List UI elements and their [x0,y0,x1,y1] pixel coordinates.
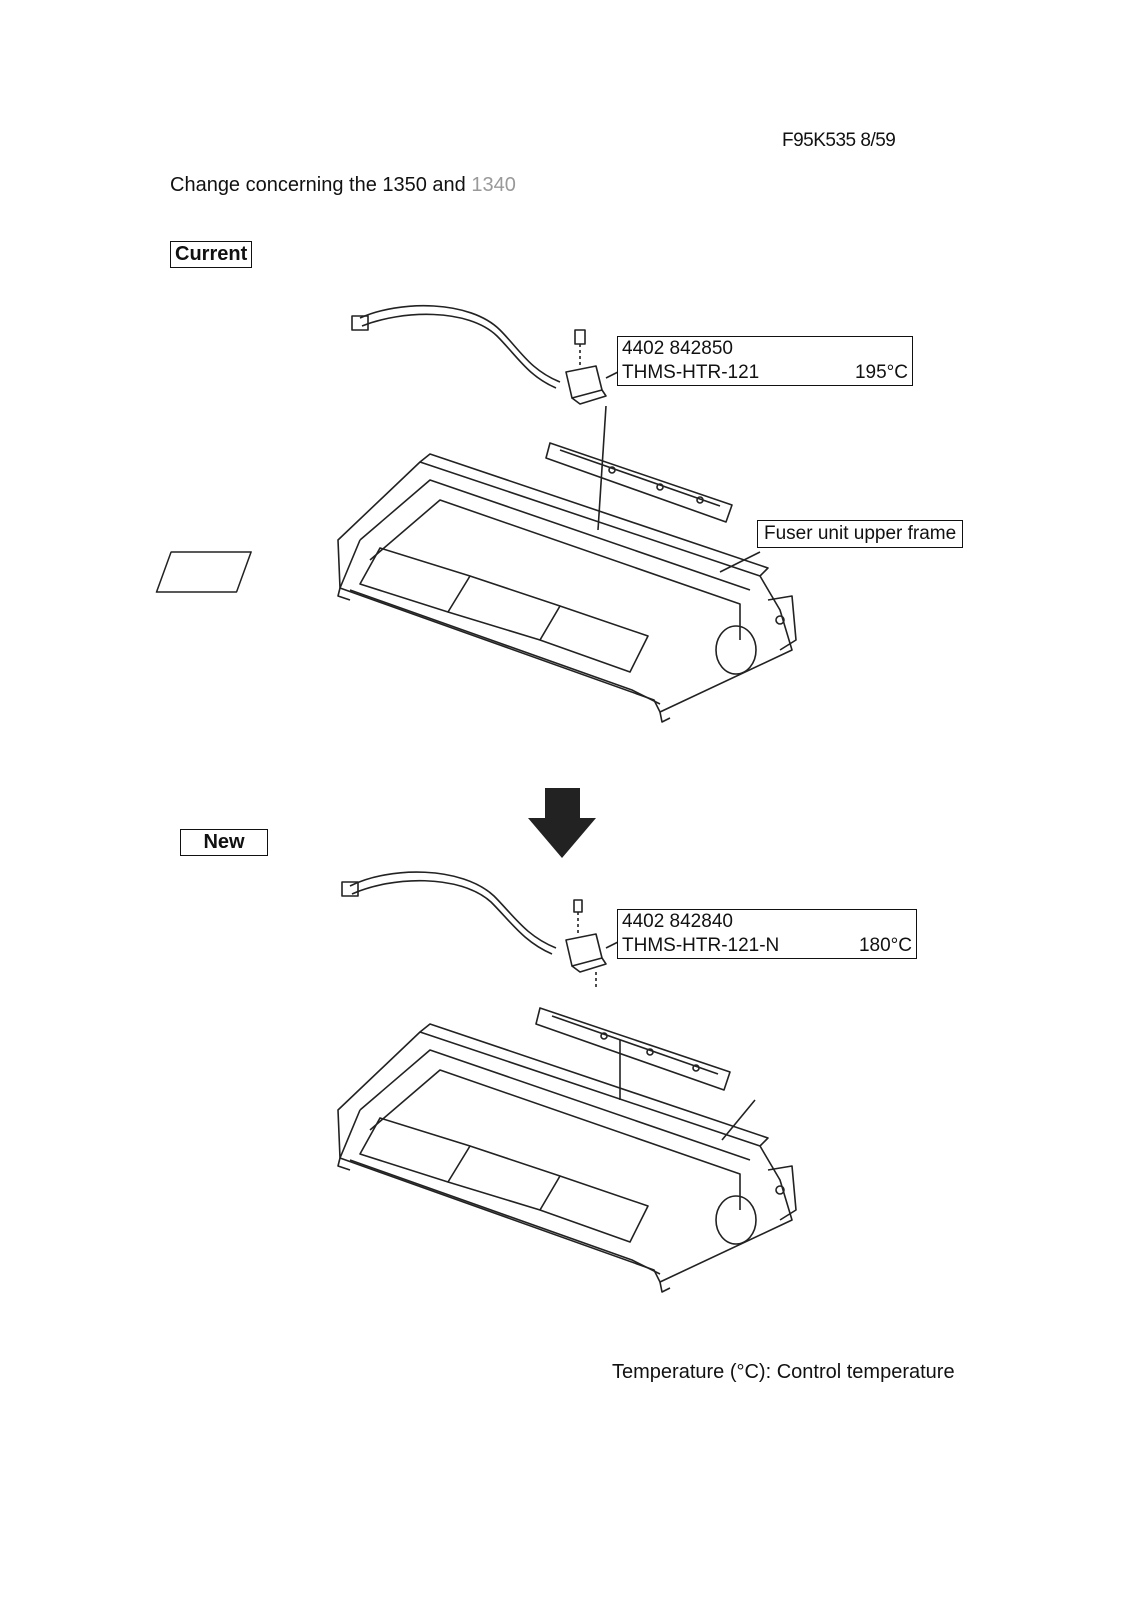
new-fuser-drawing [337,871,797,1293]
subject-line: Change concerning the 1350 and 1340 [170,174,516,197]
temperature-footnote: Temperature (°C): Control temperature [612,1361,955,1383]
document-id: F95K535 8/59 [782,130,896,151]
down-arrow-icon [528,788,596,858]
current-part-callout: 4402 842850 THMS-HTR-121 195°C [617,336,913,386]
subject-text: Change concerning the 1350 and [170,174,466,196]
new-part-number: 4402 842840 [622,911,733,932]
new-part-callout: 4402 842840 THMS-HTR-121-N 180°C [617,909,917,959]
current-part-number: 4402 842850 [622,338,733,359]
fuser-frame-label: Fuser unit upper frame [757,520,964,548]
new-part-name: THMS-HTR-121-N [622,935,780,956]
new-part-temperature: 180°C [858,935,912,956]
subject-faded-text: 1340 [471,174,516,196]
current-section-label: Current [170,241,253,268]
new-section-label: New [180,829,268,856]
current-part-temperature: 195°C [854,362,908,383]
current-part-name: THMS-HTR-121 [622,362,760,383]
current-fuser-drawing [155,304,797,723]
